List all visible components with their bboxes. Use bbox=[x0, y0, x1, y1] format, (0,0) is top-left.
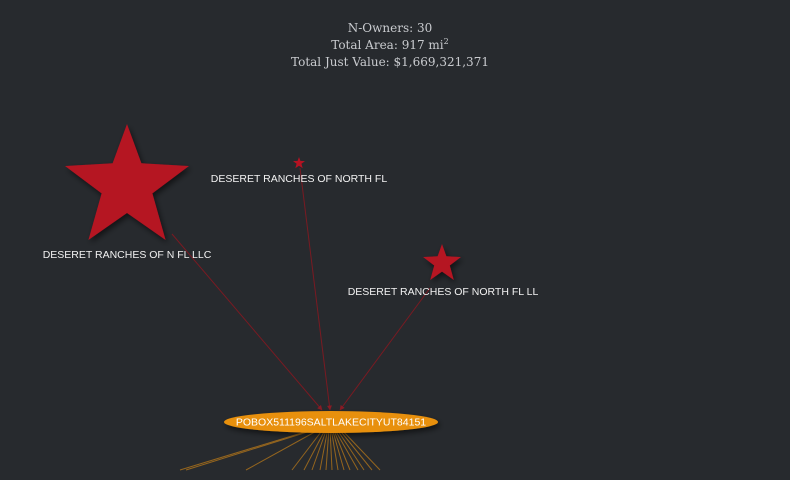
total-just-value: Total Just Value: $1,669,321,371 bbox=[291, 55, 489, 69]
parcel-edges bbox=[179, 427, 381, 471]
summary-stats: N-Owners: 30 Total Area: 917 mi2 Total J… bbox=[0, 20, 780, 71]
parcel-edge bbox=[179, 427, 319, 471]
owner-label: DESERET RANCHES OF NORTH FL bbox=[211, 173, 388, 185]
parcel-edge bbox=[335, 427, 365, 471]
owner-edges bbox=[171, 167, 431, 411]
parcel-edge bbox=[303, 427, 327, 471]
owner-edge-1 bbox=[171, 233, 323, 411]
parcel-edge bbox=[331, 427, 345, 471]
parcel-edge bbox=[311, 427, 328, 471]
hub-node[interactable]: POBOX511196SALTLAKECITYUT84151 bbox=[224, 411, 438, 433]
parcel-edge bbox=[332, 427, 351, 471]
parcel-edge bbox=[329, 427, 333, 471]
parcel-edge bbox=[325, 427, 330, 471]
medium-star-icon[interactable] bbox=[423, 244, 461, 280]
small-star-icon[interactable] bbox=[293, 157, 305, 169]
large-star-icon[interactable] bbox=[65, 124, 189, 240]
parcel-edge bbox=[337, 427, 373, 471]
owner-node-3[interactable]: DESERET RANCHES OF NORTH FL LL bbox=[348, 244, 539, 298]
parcel-edge bbox=[319, 427, 329, 471]
parcel-edge bbox=[185, 427, 321, 471]
parcel-edge bbox=[339, 427, 381, 471]
total-area-text: Total Area: 917 mi bbox=[331, 38, 444, 52]
parcel-edge bbox=[291, 427, 325, 471]
owner-edge-2 bbox=[299, 167, 332, 411]
hub-label: POBOX511196SALTLAKECITYUT84151 bbox=[236, 417, 426, 429]
parcel-edge bbox=[245, 427, 323, 471]
owners-count: N-Owners: 30 bbox=[347, 21, 433, 35]
parcel-edge bbox=[333, 427, 359, 471]
owner-label: DESERET RANCHES OF NORTH FL LL bbox=[348, 286, 539, 298]
owner-edge-3 bbox=[339, 287, 431, 411]
owner-node-2[interactable]: DESERET RANCHES OF NORTH FL bbox=[211, 157, 388, 185]
area-exponent: 2 bbox=[443, 37, 449, 46]
owner-node-1[interactable]: DESERET RANCHES OF N FL LLC bbox=[43, 124, 212, 261]
total-area: Total Area: 917 mi2 bbox=[0, 37, 780, 54]
owner-label: DESERET RANCHES OF N FL LLC bbox=[43, 249, 212, 261]
parcel-edge bbox=[330, 427, 339, 471]
hub-ellipse[interactable] bbox=[224, 411, 438, 433]
